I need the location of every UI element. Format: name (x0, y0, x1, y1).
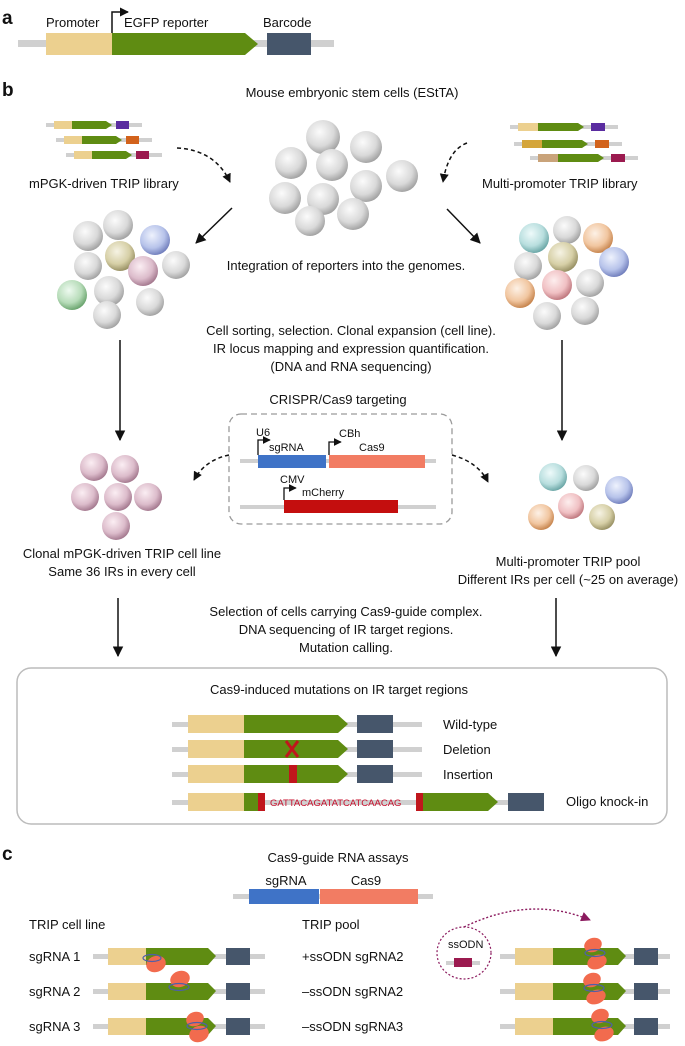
egfp-reporter-arrow (112, 33, 258, 55)
left-clonal-cells (71, 453, 162, 540)
mutation-wild-type-label: Wild-type (443, 717, 497, 732)
insertion-construct (172, 765, 422, 783)
barcode-label: Barcode (263, 15, 311, 30)
right-header: TRIP pool (302, 917, 360, 932)
right-row-3-label: –ssODN sgRNA3 (302, 1019, 403, 1034)
selection-line-2: DNA sequencing of IR target regions. (239, 622, 454, 637)
assay-construct (233, 889, 433, 904)
dashed-arrow-crispr-right (451, 454, 489, 483)
crispr-construct-box (228, 413, 453, 525)
deletion-x-icon (284, 740, 300, 758)
right-row-3-construct (500, 1008, 670, 1042)
right-result-line-1: Multi-promoter TRIP pool (496, 554, 641, 569)
left-transduced-cells (57, 210, 190, 329)
tss-arrow-icon (111, 7, 129, 33)
mutations-title: Cas9-induced mutations on IR target regi… (210, 682, 468, 697)
oligo-sequence: GATTACAGATATCATCAACAG (270, 798, 401, 809)
selection-line-3: Mutation calling. (299, 640, 393, 655)
ssodn-oval (436, 926, 492, 980)
panel-c-letter: c (2, 844, 13, 865)
cas9-label-c: Cas9 (351, 873, 381, 888)
wild-type-construct (172, 715, 422, 733)
right-library-label: Multi-promoter TRIP library (482, 176, 638, 191)
left-library-label: mPGK-driven TRIP library (29, 176, 179, 191)
right-transduced-cells (505, 216, 629, 330)
sorting-line-1: Cell sorting, selection. Clonal expansio… (206, 323, 496, 338)
left-row-2-label: sgRNA 2 (29, 984, 80, 999)
mpgk-library-constructs (46, 121, 162, 159)
integration-label: Integration of reporters into the genome… (227, 258, 465, 273)
left-row-2-construct (93, 970, 265, 1000)
right-result-line-2: Different IRs per cell (~25 on average) (458, 572, 679, 587)
cbh-label: CBh (339, 428, 360, 440)
dashed-arrow-crispr-left (193, 454, 230, 481)
deletion-construct (172, 740, 422, 758)
left-row-1-construct (93, 948, 265, 973)
reporter-construct (18, 7, 334, 55)
egfp-label: EGFP reporter (124, 15, 209, 30)
left-result-line-1: Clonal mPGK-driven TRIP cell line (23, 546, 221, 561)
selection-line-1: Selection of cells carrying Cas9-guide c… (209, 604, 482, 619)
u6-label: U6 (256, 427, 270, 439)
left-row-3-label: sgRNA 3 (29, 1019, 80, 1034)
left-result-line-2: Same 36 IRs in every cell (48, 564, 196, 579)
panel-b-letter: b (2, 80, 14, 101)
es-cells-cluster (269, 120, 418, 236)
barcode-block (267, 33, 311, 55)
dashed-arrow-right (439, 142, 468, 183)
mutations-box (16, 667, 668, 825)
oligo-knockin-construct (172, 793, 544, 811)
panel-a-letter: a (2, 8, 13, 29)
mcherry-construct (240, 484, 436, 513)
crispr-title: CRISPR/Cas9 targeting (269, 392, 406, 407)
dashed-arrow-left (176, 147, 231, 183)
sgrna-label-c: sgRNA (265, 873, 307, 888)
sgrna-label-b: sgRNA (269, 442, 305, 454)
mcherry-label: mCherry (302, 487, 345, 499)
left-row-1-label: sgRNA 1 (29, 949, 80, 964)
mutation-deletion-label: Deletion (443, 742, 491, 757)
sorting-line-2: IR locus mapping and expression quantifi… (213, 341, 489, 356)
left-header: TRIP cell line (29, 917, 105, 932)
cmv-label: CMV (280, 474, 305, 486)
ssodn-arrow (463, 908, 591, 928)
ssodn-oligo (454, 958, 472, 967)
right-pool-cells (528, 463, 633, 530)
sgrna-cas9-construct (240, 436, 436, 468)
mutation-oligo-label: Oligo knock-in (566, 794, 648, 809)
mutation-insertion-label: Insertion (443, 767, 493, 782)
insertion-mark (289, 765, 297, 783)
arrow-to-right-cells (446, 208, 481, 244)
promoter-block (46, 33, 112, 55)
promoter-label: Promoter (46, 15, 100, 30)
ssodn-label: ssODN (448, 939, 484, 951)
arrow-to-left-cells (195, 207, 233, 244)
right-row-2-label: –ssODN sgRNA2 (302, 984, 403, 999)
right-row-1-construct (500, 937, 670, 970)
cas9-label-b: Cas9 (359, 442, 385, 454)
estta-title: Mouse embryonic stem cells (EStTA) (246, 85, 459, 100)
multi-promoter-library-constructs (510, 123, 638, 162)
assays-title: Cas9-guide RNA assays (268, 850, 409, 865)
left-row-3-construct (93, 1011, 265, 1043)
right-row-1-label: +ssODN sgRNA2 (302, 949, 404, 964)
sorting-line-3: (DNA and RNA sequencing) (270, 359, 431, 374)
right-row-2-construct (500, 972, 670, 1005)
